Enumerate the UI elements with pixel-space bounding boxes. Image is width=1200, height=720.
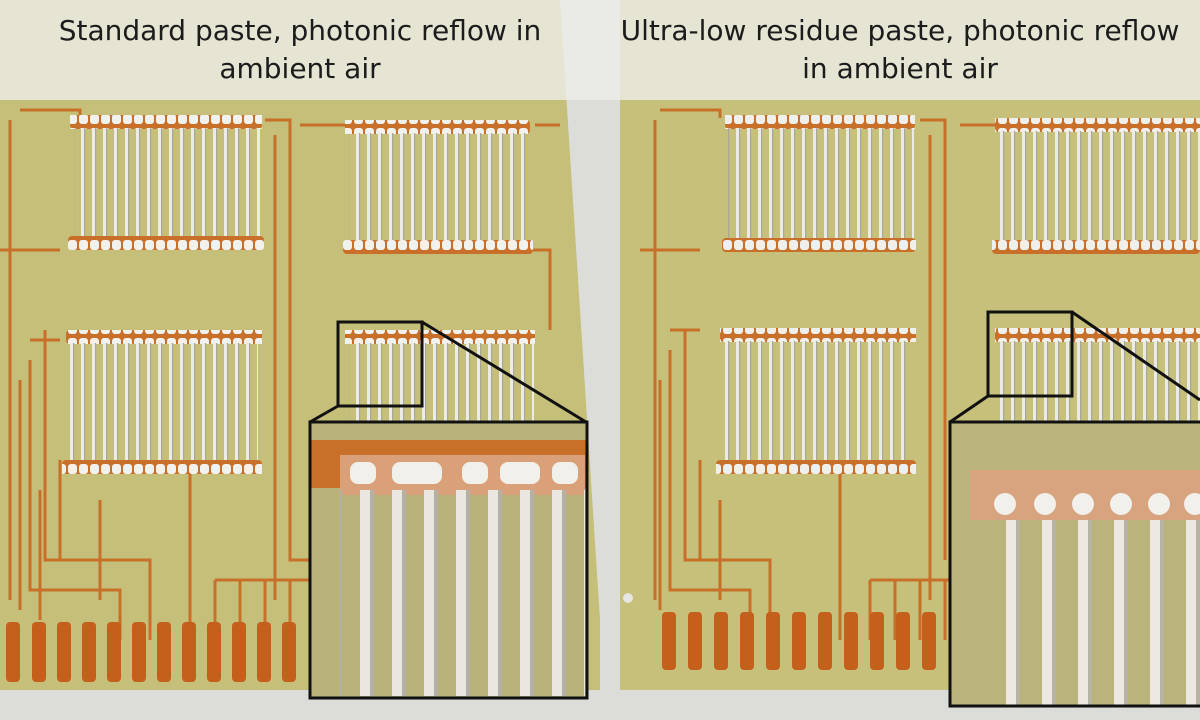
caption-line-1: Standard paste, photonic reflow in xyxy=(58,14,542,47)
caption-line-2: in ambient air xyxy=(802,52,998,85)
wire-array-top-left xyxy=(722,115,916,252)
wire-array-top-right xyxy=(992,118,1200,254)
pcb-photo-standard xyxy=(0,0,600,700)
wire-array-bottom-right xyxy=(995,328,1200,421)
caption-ultra-low-residue-paste: Ultra-low residue paste, photonic reflow… xyxy=(600,0,1200,100)
pcb-photo-ultra-low-residue xyxy=(600,0,1200,720)
zoom-inset xyxy=(948,420,1200,708)
zoom-inset xyxy=(308,420,589,700)
caption-line-1: Ultra-low residue paste, photonic reflow xyxy=(620,14,1180,47)
wire-array-bottom-left xyxy=(716,328,916,474)
copper-traces xyxy=(0,108,560,640)
panel-standard-paste: Standard paste, photonic reflow in ambie… xyxy=(0,0,600,700)
caption-line-2: ambient air xyxy=(219,52,381,85)
edge-connector-fingers xyxy=(6,622,296,682)
wire-array-bottom-left xyxy=(62,330,262,474)
wire-array-top-left xyxy=(68,115,264,250)
panel-ultra-low-residue-paste: Ultra-low residue paste, photonic reflow… xyxy=(600,0,1200,720)
edge-connector-fingers xyxy=(662,612,936,670)
zoom-indicator xyxy=(309,320,587,424)
wire-array-top-right xyxy=(343,120,533,254)
wire-array-bottom-right xyxy=(345,330,535,423)
caption-standard-paste: Standard paste, photonic reflow in ambie… xyxy=(0,0,600,100)
zoom-indicator xyxy=(949,310,1200,424)
